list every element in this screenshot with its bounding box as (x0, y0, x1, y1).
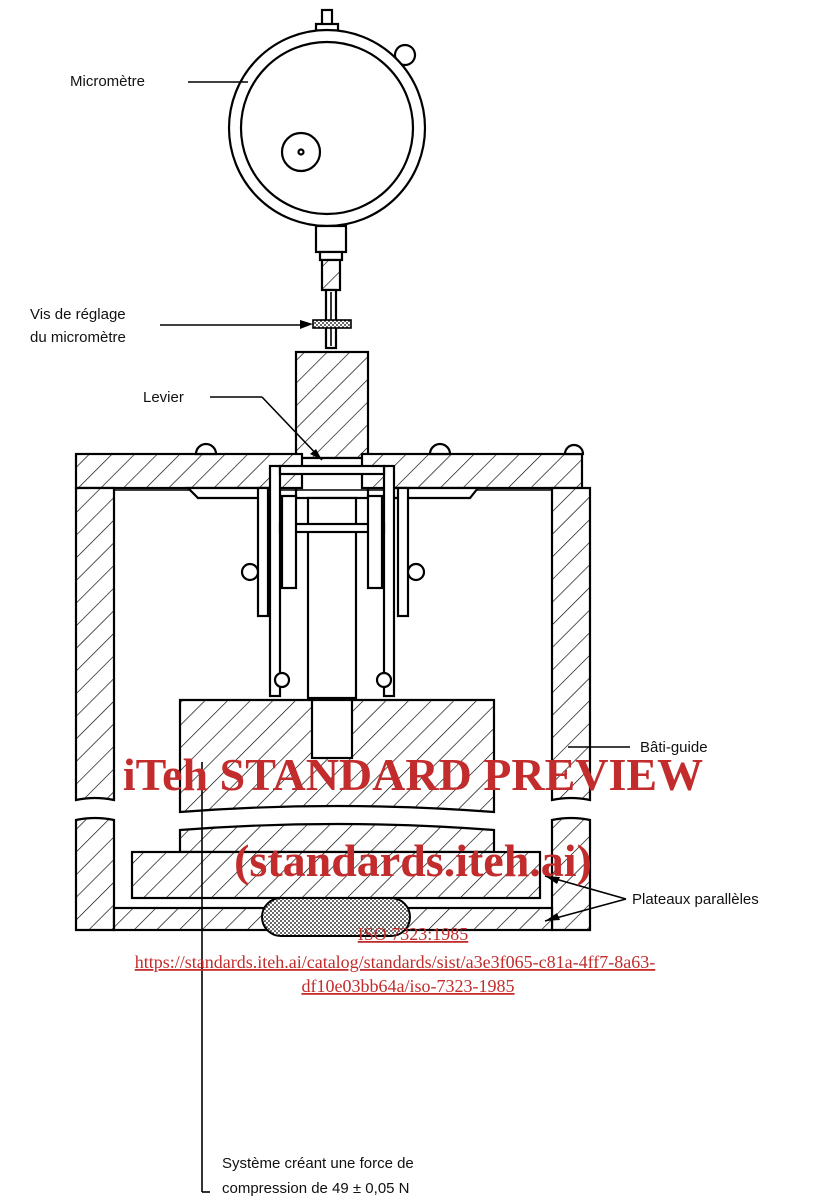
watermark-line2: (standards.iteh.ai) (234, 835, 592, 886)
label-systeme-line2: compression de 49 ± 0,05 N (222, 1180, 410, 1197)
watermark-line1: iTeh STANDARD PREVIEW (123, 749, 703, 800)
lever-linkage (185, 464, 481, 698)
guide-frame (74, 442, 592, 932)
label-bati-guide: Bâti-guide (640, 739, 708, 756)
parallel-plates (130, 850, 542, 937)
micrometer-spindle (320, 258, 342, 350)
leader-lines (160, 81, 630, 1193)
label-systeme-line1: Système créant une force de (222, 1155, 414, 1172)
watermark-line3: ISO 7323:1985 (358, 924, 469, 944)
weight-block (178, 698, 496, 854)
label-vis-line2: du micromètre (30, 329, 126, 346)
watermark-line5: df10e03bb64a/iso-7323-1985 (302, 976, 515, 996)
micrometer-gauge (227, 8, 427, 262)
watermark: iTeh STANDARD PREVIEW (standards.iteh.ai… (123, 749, 703, 996)
label-vis-line1: Vis de réglage (30, 306, 126, 323)
adjustment-screw (312, 319, 352, 329)
label-levier: Levier (143, 389, 184, 406)
label-micrometre: Micromètre (70, 73, 145, 90)
label-plateaux: Plateaux parallèles (632, 891, 759, 908)
watermark-line4: https://standards.iteh.ai/catalog/standa… (135, 952, 656, 972)
